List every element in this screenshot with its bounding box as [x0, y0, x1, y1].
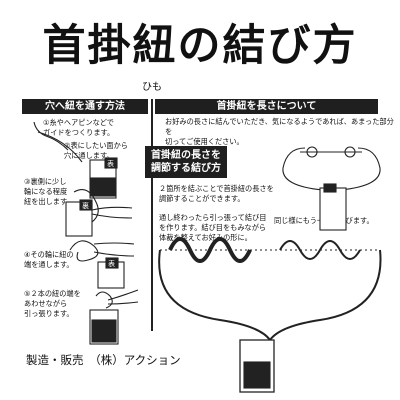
step5-cords — [107, 289, 139, 305]
page-title: 首掛紐の結び方 — [42, 21, 358, 71]
step4-cords — [93, 242, 135, 257]
step5-knot — [95, 291, 113, 309]
step3-tag-label: 裏 — [82, 201, 89, 210]
length-tag-label — [323, 183, 337, 193]
left-heading: 穴へ紐を通す方法 — [22, 99, 148, 114]
cord-right-down — [269, 249, 382, 341]
right-heading: 首掛紐を長さについて — [155, 99, 378, 114]
length-tag — [319, 187, 347, 231]
adjust-heading-line1: 首掛紐の長さを — [151, 150, 221, 161]
step2-text: ②表にしたい面から 穴に通します。 — [64, 141, 128, 160]
step1-guide — [33, 121, 69, 151]
knot-right — [279, 240, 361, 260]
step1-text: ①糸やヘアピンなどで ガイドをつくります。 — [43, 118, 115, 137]
step3-cords — [91, 206, 133, 219]
length-cord-right — [339, 147, 381, 191]
knot-left — [168, 237, 252, 263]
step2-cord — [37, 131, 83, 163]
length-cord-left — [282, 147, 324, 191]
adjust-text2: 通し終わったら引っ張って結び目 を作ります。結び目をもみながら 体裁を整えてお好… — [159, 213, 267, 242]
adjust-heading-line2: 調節する結び方 — [151, 163, 221, 174]
length-text: お好みの長さに結んでいただき、気になるようであれば、あまった部分を 切ってご使用… — [165, 117, 394, 146]
step5-text: ⑤２本の紐の端を あわせながら 引っ張ります。 — [24, 289, 81, 318]
step3-loop — [73, 189, 99, 223]
adjust-text1: ２箇所を結ぶことで首掛紐の長さを 調節することができます。 — [159, 184, 274, 203]
step4-tag-label: 表 — [108, 259, 115, 268]
step2-tag-label-bg — [104, 157, 118, 169]
step3-tag-label-bg — [79, 199, 93, 211]
step4-text: ④その輪に紐の 端を通します。 — [24, 250, 74, 269]
cord-left-down — [158, 249, 271, 341]
step4-tag-label-bg — [105, 257, 119, 269]
title-ruby: ひも — [142, 82, 162, 93]
step2-tag-label: 表 — [107, 159, 114, 168]
step2-tag-panel — [90, 177, 116, 197]
step4-knot — [69, 240, 99, 262]
footer-maker: 製造・販売 （株）アクション — [26, 353, 181, 367]
step5-tag-panel — [91, 319, 117, 343]
divider — [151, 99, 153, 331]
adjust-heading: 首掛紐の長さを 調節する結び方 — [145, 146, 227, 178]
adjust-tag-panel — [243, 361, 271, 389]
step3-text: ③裏側に少し 輪になる程度 紐を出します。 — [24, 177, 74, 206]
